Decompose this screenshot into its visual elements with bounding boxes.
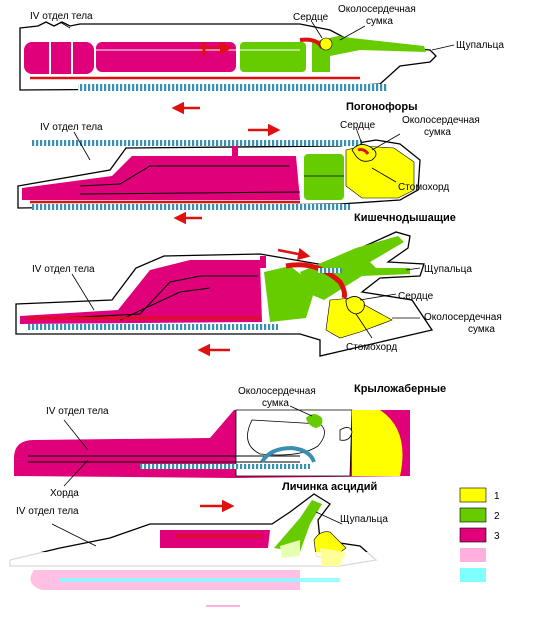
legend-swatch-1 xyxy=(459,487,487,503)
p4-notochord-label: Хорда xyxy=(50,488,79,499)
p1-title: Погонофоры xyxy=(346,101,417,113)
mesocoel xyxy=(304,154,344,200)
p1-pericardium-label-2: сумка xyxy=(366,16,393,27)
p1-tentacles-label: Щупальца xyxy=(456,40,504,51)
panel-pterobranchia xyxy=(15,231,434,357)
legend-label-1: 1 xyxy=(494,491,500,502)
mesocoel xyxy=(264,266,316,322)
metacoel xyxy=(22,156,300,200)
legend-swatch-5 xyxy=(460,568,486,582)
anterior-region xyxy=(352,410,403,476)
p2-pericardium-label-2: сумка xyxy=(424,127,451,138)
p3-pericardium-label-1: Околосердечная xyxy=(424,312,502,323)
panel-ascidian-larva xyxy=(14,405,410,487)
mesocoel xyxy=(240,42,306,72)
legend-swatch-4 xyxy=(460,548,486,562)
p4-pericardium-label-2: сумка xyxy=(262,398,289,409)
p3-title: Крыложаберные xyxy=(354,383,446,395)
segment-iv-pogonophora xyxy=(24,42,94,74)
p5-body-part-label: IV отдел тела xyxy=(16,506,79,517)
panel-five xyxy=(0,493,390,607)
p4-title: Личинка асцидий xyxy=(282,481,377,493)
p3-tentacles-label: Щупальца xyxy=(424,264,472,275)
p3-body-part-label: IV отдел тела xyxy=(32,264,95,275)
p3-stomochord-label: Стомохорд xyxy=(346,342,397,353)
p2-pericardium-label-1: Околосердечная xyxy=(402,115,480,126)
legend: 1 2 3 xyxy=(459,487,500,582)
p2-title: Кишечнодышащие xyxy=(354,212,456,224)
legend-label-2: 2 xyxy=(494,511,500,522)
legend-label-3: 3 xyxy=(494,531,500,542)
arms xyxy=(300,236,410,300)
panel-enteropneusta xyxy=(17,123,421,225)
p1-pericardium-label-1: Околосердечная xyxy=(338,4,416,15)
trunk-coelom xyxy=(96,42,236,72)
p2-stomochord-label: Стомохорд xyxy=(398,182,449,193)
legend-swatch-2 xyxy=(459,507,487,523)
pericardium xyxy=(306,414,323,428)
p1-heart-label: Сердце xyxy=(293,12,329,23)
p2-heart-label: Сердце xyxy=(340,120,376,131)
p3-heart-label: Сердце xyxy=(398,291,434,302)
p2-body-part-label: IV отдел тела xyxy=(40,122,103,133)
p5-tentacles-label: Щупальца xyxy=(340,514,388,525)
p4-body-part-label: IV отдел тела xyxy=(46,406,109,417)
p4-pericardium-label-1: Околосердечная xyxy=(238,386,316,397)
panel-pogonophora xyxy=(19,21,455,115)
p1-body-part-label: IV отдел тела xyxy=(30,11,93,22)
p3-pericardium-label-2: сумка xyxy=(468,324,495,335)
legend-swatch-3 xyxy=(459,527,487,543)
